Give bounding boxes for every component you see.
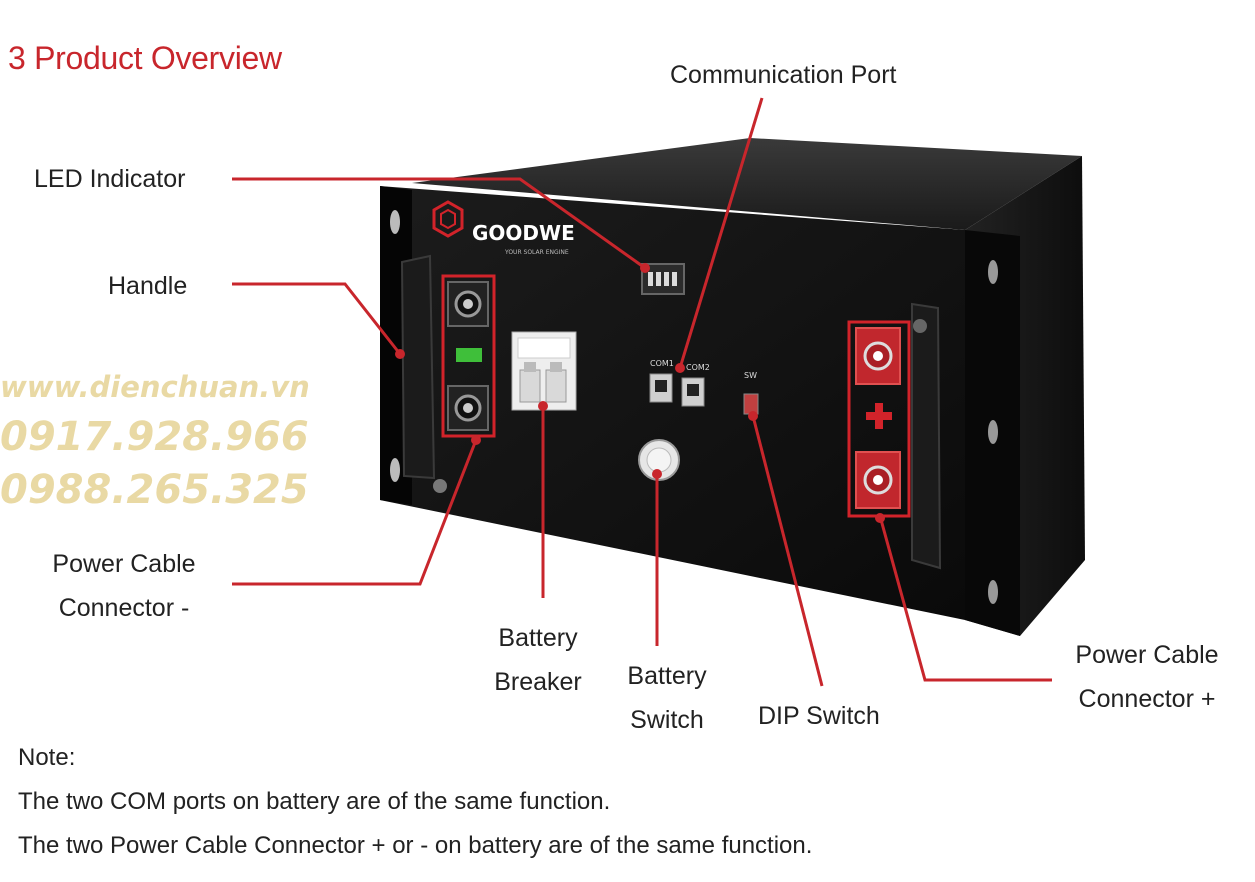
mount-hole bbox=[390, 458, 400, 482]
page-title: 3 Product Overview bbox=[8, 40, 282, 76]
mount-hole bbox=[988, 420, 998, 444]
handle-screw bbox=[913, 319, 927, 333]
label-line: Battery bbox=[498, 624, 578, 652]
leader-lines bbox=[232, 97, 1052, 687]
battery-top-face bbox=[412, 138, 1082, 230]
mount-hole bbox=[390, 210, 400, 234]
note-heading: Note: bbox=[18, 744, 76, 771]
mount-hole bbox=[988, 260, 998, 284]
leader-comm-port bbox=[678, 97, 764, 369]
leader-handle bbox=[232, 282, 402, 355]
negative-connector-highlight bbox=[441, 274, 496, 438]
note-line-1: The two COM ports on battery are of the … bbox=[18, 788, 611, 815]
power-connector-negative bbox=[447, 281, 489, 431]
label-handle: Handle bbox=[108, 272, 188, 300]
label-line: Connector - bbox=[58, 594, 190, 622]
green-indicator bbox=[456, 348, 482, 362]
note-line-2: The two Power Cable Connector + or - on … bbox=[18, 832, 813, 859]
label-line: Connector + bbox=[1078, 685, 1216, 713]
leader-pos-connector bbox=[878, 515, 1052, 682]
label-line: Breaker bbox=[494, 668, 582, 696]
watermark-website: www.dienchuan.vn bbox=[0, 370, 310, 404]
mount-hole bbox=[988, 580, 998, 604]
label-communication-port: Communication Port bbox=[670, 61, 897, 89]
com2-label: COM2 bbox=[686, 363, 710, 372]
sw-label: SW bbox=[744, 371, 757, 380]
label-line: Power Cable bbox=[1075, 641, 1219, 669]
label-led-indicator: LED Indicator bbox=[34, 165, 186, 193]
label-dip-switch: DIP Switch bbox=[758, 702, 880, 730]
leader-led bbox=[232, 177, 646, 270]
led-bars bbox=[648, 272, 677, 286]
battery-front-face bbox=[380, 186, 965, 620]
brand-name: GOODWE bbox=[472, 221, 575, 245]
battery-breaker bbox=[511, 331, 577, 411]
label-line: Switch bbox=[630, 706, 704, 734]
goodwe-logo-icon bbox=[432, 200, 464, 238]
watermark-phone-2: 0988.265.325 bbox=[0, 467, 309, 513]
dip-switch bbox=[743, 393, 759, 415]
label-battery-breaker: Battery Breaker bbox=[478, 616, 598, 704]
label-line: Power Cable bbox=[52, 550, 196, 578]
left-handle bbox=[400, 254, 436, 480]
label-line: Battery bbox=[627, 662, 707, 690]
power-connector-positive bbox=[855, 327, 901, 509]
leader-neg-connector bbox=[232, 439, 478, 586]
leader-dip bbox=[751, 415, 824, 687]
brand-tagline: YOUR SOLAR ENGINE bbox=[504, 249, 569, 256]
plus-icon bbox=[866, 403, 892, 429]
watermark-phone-1: 0917.928.966 bbox=[0, 414, 309, 460]
label-battery-switch: Battery Switch bbox=[607, 654, 727, 742]
right-handle bbox=[911, 302, 942, 570]
handle-screw bbox=[433, 479, 447, 493]
com1-label: COM1 bbox=[650, 359, 674, 368]
label-power-cable-positive: Power Cable Connector + bbox=[1054, 633, 1240, 721]
label-power-cable-negative: Power Cable Connector - bbox=[26, 542, 222, 630]
